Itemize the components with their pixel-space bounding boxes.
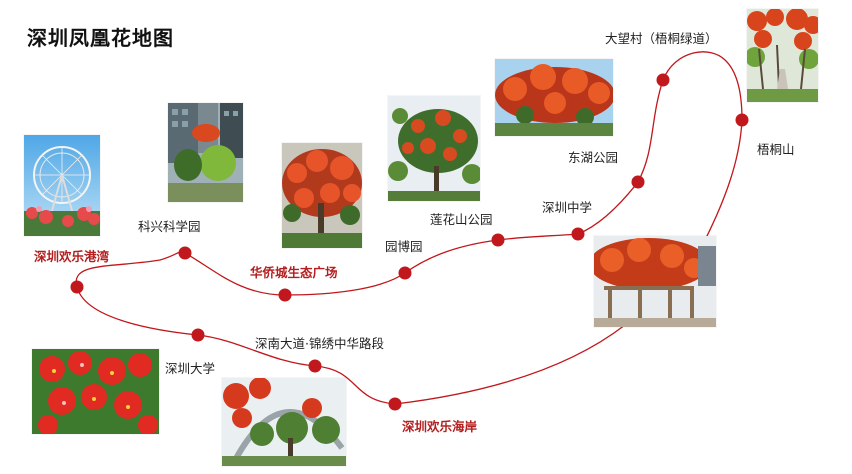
flame-tree-photo xyxy=(282,143,362,248)
flower-closeup-photo xyxy=(32,349,159,434)
stop-huaqiaocheng[interactable] xyxy=(278,288,292,302)
label-huaqiaocheng: 华侨城生态广场 xyxy=(250,265,338,280)
label-yuanboyuan: 园博园 xyxy=(385,239,423,254)
greenway-photo xyxy=(747,9,818,102)
label-huanle-haian: 深圳欢乐海岸 xyxy=(402,419,478,434)
label-dawangcun: 大望村（梧桐绿道） xyxy=(605,31,718,46)
flame-tree-photo xyxy=(495,59,613,136)
stop-shenda[interactable] xyxy=(191,328,205,342)
label-shenda: 深圳大学 xyxy=(165,361,216,376)
route-line xyxy=(75,51,743,405)
stop-shenzhen-zhongxue[interactable] xyxy=(571,227,585,241)
stop-donghu[interactable] xyxy=(631,175,645,189)
stop-lianhuashan[interactable] xyxy=(491,233,505,247)
stop-huanle-haian[interactable] xyxy=(388,397,402,411)
label-kexing: 科兴科学园 xyxy=(138,219,201,234)
stop-wutongshan[interactable] xyxy=(735,113,749,127)
label-shenzhen-zhongxue: 深圳中学 xyxy=(542,200,593,215)
stop-yuanboyuan[interactable] xyxy=(398,266,412,280)
page-title: 深圳凤凰花地图 xyxy=(27,26,174,50)
stop-huanle-gangwan[interactable] xyxy=(70,280,84,294)
route-line-south xyxy=(394,324,626,405)
label-lianhuashan: 莲花山公园 xyxy=(430,212,493,227)
arch-tree-photo xyxy=(222,378,346,466)
ferris-wheel-photo xyxy=(24,135,100,236)
label-shennan: 深南大道·锦绣中华路段 xyxy=(255,336,384,351)
flame-tree-photo xyxy=(388,96,480,201)
label-donghu: 东湖公园 xyxy=(568,150,619,165)
label-huanle-gangwan: 深圳欢乐港湾 xyxy=(34,249,110,264)
stop-kexing[interactable] xyxy=(178,246,192,260)
pergola-photo xyxy=(594,236,716,327)
label-wutongshan: 梧桐山 xyxy=(757,142,795,157)
building-trees-photo xyxy=(168,103,243,202)
stop-dawangcun[interactable] xyxy=(656,73,670,87)
stop-shennan[interactable] xyxy=(308,359,322,373)
